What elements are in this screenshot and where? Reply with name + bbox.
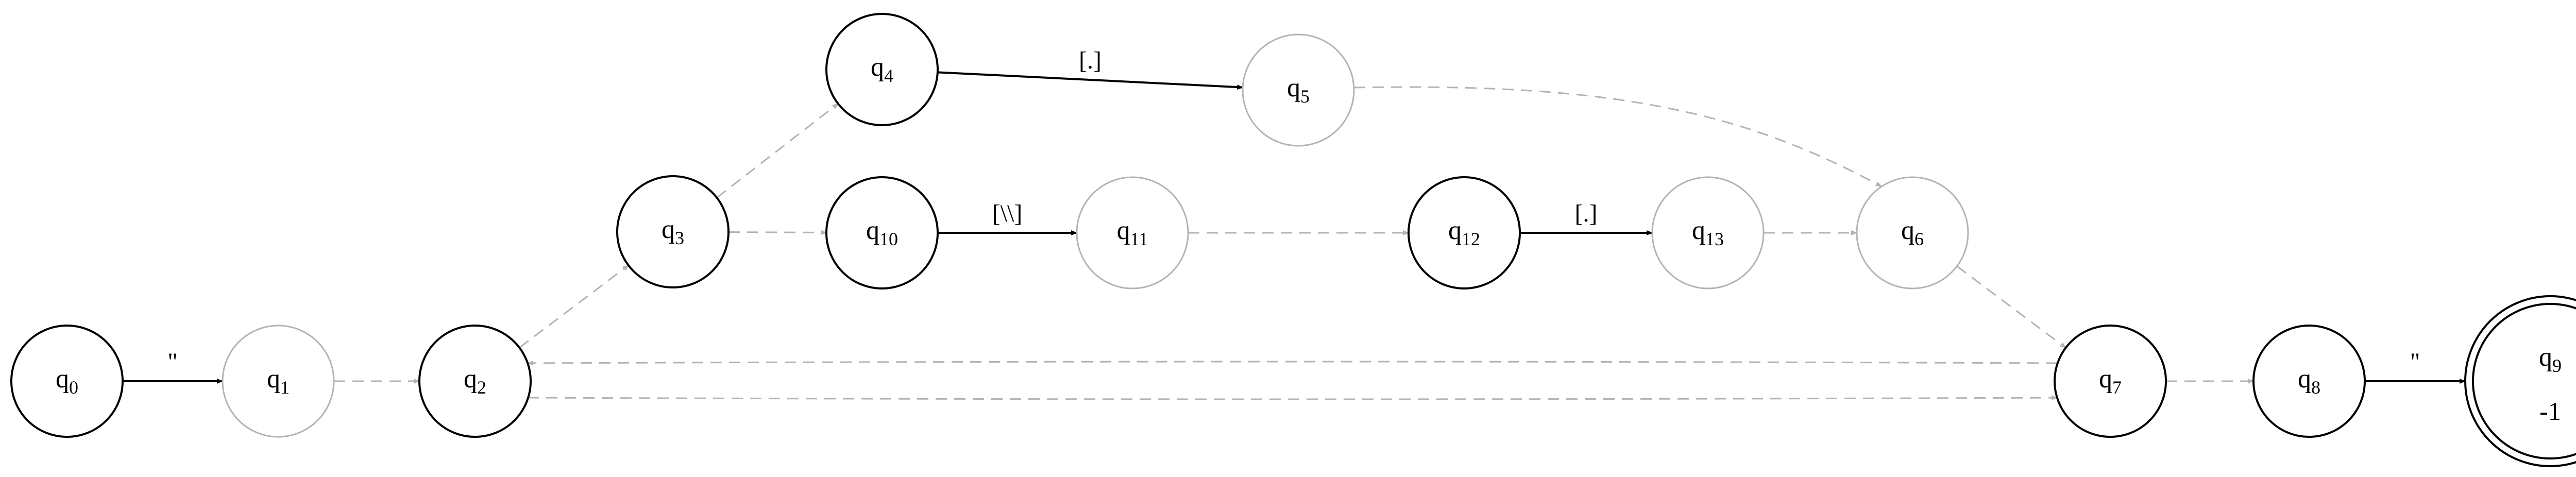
edge-q3-q4 xyxy=(716,103,839,198)
edge-label-q0-q1: " xyxy=(167,348,178,376)
state-label-index: 13 xyxy=(1705,229,1724,249)
state-label: q0 xyxy=(56,364,78,398)
edge-q6-q7 xyxy=(1956,265,2066,349)
state-label-base: q xyxy=(464,364,477,394)
state-label-index: 7 xyxy=(2112,377,2122,398)
state-circle xyxy=(2054,325,2167,438)
state-label: q13 xyxy=(1692,216,1724,249)
edge-labels-layer: " [.] [\\] [.] " xyxy=(167,47,2420,376)
state-label-index: 5 xyxy=(1300,86,1310,107)
edge-q7-q2 xyxy=(527,360,2058,366)
state-circle xyxy=(222,325,335,438)
state-circle xyxy=(1408,176,1521,289)
edge-q5-q6 xyxy=(1353,86,1882,188)
state-label-base: q xyxy=(1287,73,1300,103)
edge-q4-q5 xyxy=(937,71,1244,90)
edge-q3-q10 xyxy=(728,230,827,235)
state-label-base: q xyxy=(2539,343,2552,372)
edge-label-q12-q13: [.] xyxy=(1575,200,1598,227)
state-label-index: 11 xyxy=(1130,229,1148,249)
state-label-base: q xyxy=(662,215,675,244)
state-circle xyxy=(1242,33,1355,147)
state-q10: q10 xyxy=(825,176,939,289)
state-label-index: 4 xyxy=(884,65,893,86)
state-q1: q1 xyxy=(222,325,335,438)
state-label: q3 xyxy=(662,215,684,248)
state-circle xyxy=(825,13,939,126)
state-label: q4 xyxy=(871,53,893,86)
state-label-base: q xyxy=(1901,216,1914,245)
state-label-index: 1 xyxy=(280,377,290,398)
state-label-base: q xyxy=(1117,216,1130,245)
state-q2: q2 xyxy=(418,325,532,438)
state-circle xyxy=(1076,176,1189,289)
state-q0: q0 xyxy=(10,325,124,438)
final-state-inner-ring xyxy=(2472,303,2576,459)
state-q6: q6 xyxy=(1856,176,1969,289)
edge-q2-q3 xyxy=(519,264,629,349)
state-label-base: q xyxy=(56,364,69,394)
edge-q2-q7 xyxy=(527,395,2058,401)
state-label-base: q xyxy=(1692,216,1705,245)
state-label-index: 2 xyxy=(477,377,486,398)
state-label: q6 xyxy=(1901,216,1924,249)
state-circle xyxy=(825,176,939,289)
final-state-value: -1 xyxy=(2539,397,2561,425)
state-label-index: 0 xyxy=(69,377,78,398)
edge-label-q10-q11: [\\] xyxy=(992,200,1023,227)
state-label: q9 xyxy=(2539,343,2562,376)
state-q8: q8 xyxy=(2252,325,2366,438)
state-circle xyxy=(1856,176,1969,289)
state-q12: q12 xyxy=(1408,176,1521,289)
state-label-base: q xyxy=(2099,364,2112,394)
edge-label-q4-q5: [.] xyxy=(1079,47,1101,74)
state-label-index: 6 xyxy=(1914,229,1924,249)
state-circle xyxy=(1651,176,1765,289)
state-label-index: 12 xyxy=(1462,229,1480,249)
state-label: q12 xyxy=(1448,216,1480,249)
state-label-base: q xyxy=(2298,364,2311,394)
state-label: q10 xyxy=(866,216,898,249)
state-circle xyxy=(616,175,730,288)
state-q5: q5 xyxy=(1242,33,1355,147)
state-label-base: q xyxy=(1448,216,1462,245)
state-label-index: 10 xyxy=(879,229,898,249)
state-q4: q4 xyxy=(825,13,939,126)
state-label-base: q xyxy=(871,53,884,82)
state-label-index: 9 xyxy=(2552,355,2562,376)
state-label-index: 8 xyxy=(2311,377,2320,398)
edges-layer xyxy=(123,71,2466,401)
state-q13: q13 xyxy=(1651,176,1765,289)
state-circle xyxy=(418,325,532,438)
state-q7: q7 xyxy=(2054,325,2167,438)
state-circle xyxy=(2252,325,2366,438)
state-label: q5 xyxy=(1287,73,1310,107)
state-label-index: 3 xyxy=(675,228,684,248)
state-q11: q11 xyxy=(1076,176,1189,289)
state-label: q2 xyxy=(464,364,486,398)
state-q3: q3 xyxy=(616,175,730,288)
state-label: q1 xyxy=(267,364,290,398)
state-label: q7 xyxy=(2099,364,2122,398)
state-label-base: q xyxy=(866,216,879,245)
state-label: q11 xyxy=(1117,216,1148,249)
state-circle xyxy=(10,325,124,438)
state-label: q8 xyxy=(2298,364,2320,398)
state-label-base: q xyxy=(267,364,280,394)
edge-label-q8-q9: " xyxy=(2410,348,2420,376)
state-q9: q9 -1 xyxy=(2464,295,2576,467)
